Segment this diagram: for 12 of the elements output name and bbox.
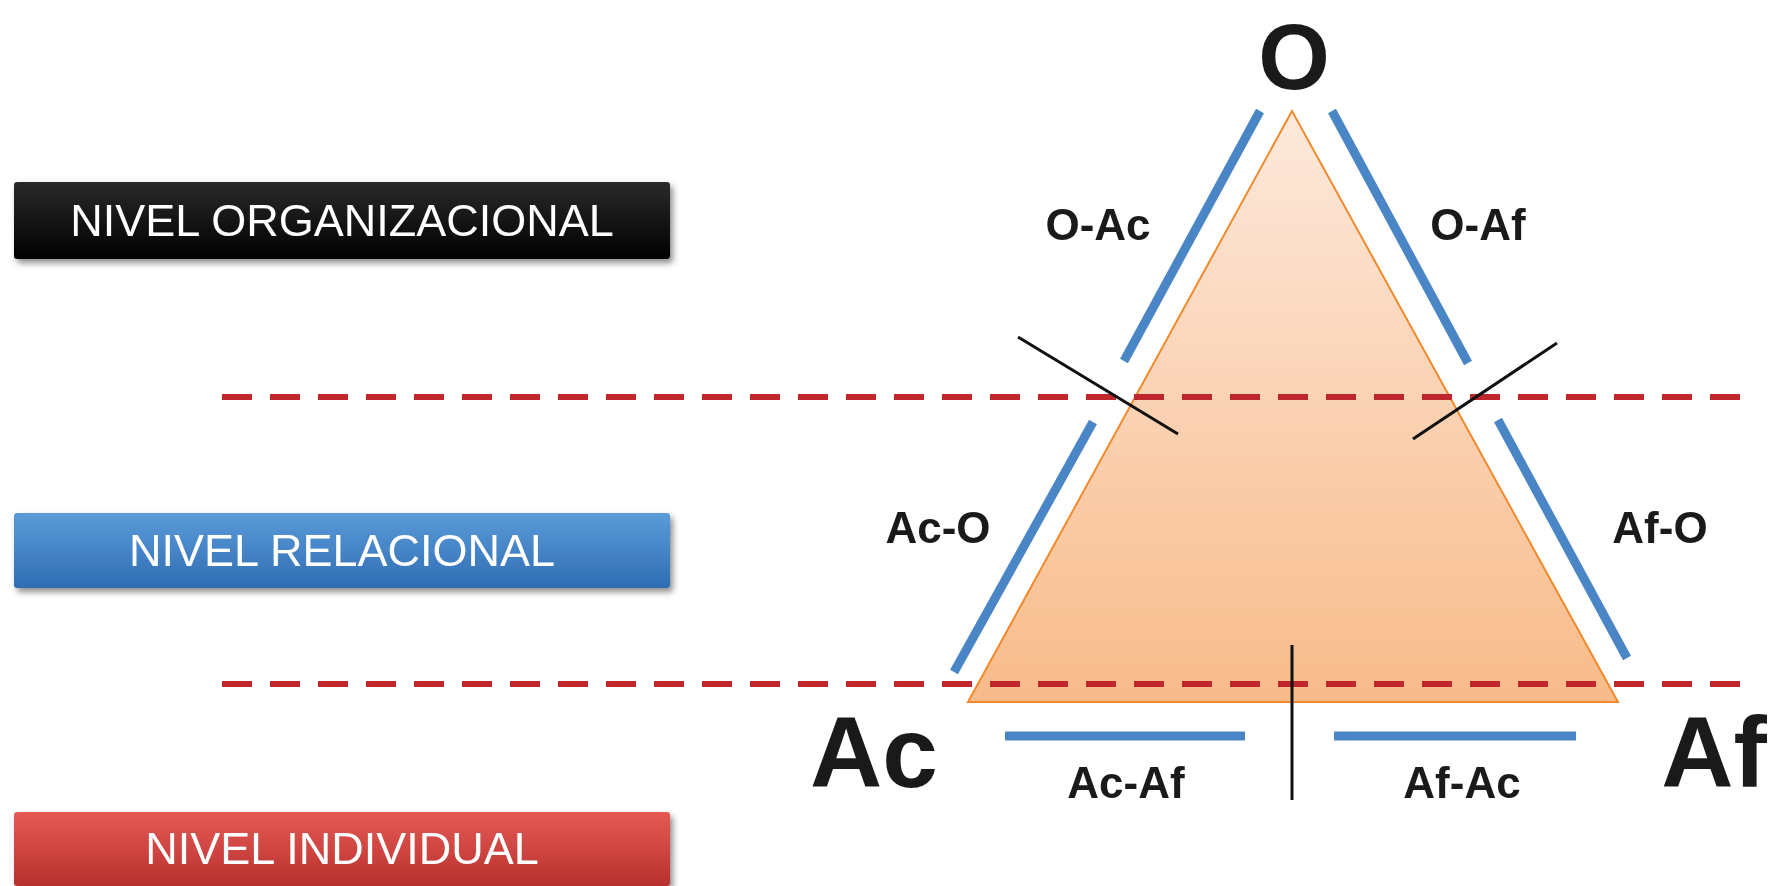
vertex-label: Ac — [810, 702, 938, 802]
side-label: Af-O — [1612, 506, 1708, 550]
side-label: Af-Ac — [1403, 761, 1521, 805]
side-label: Ac-O — [885, 506, 991, 550]
level-banner: NIVEL RELACIONAL — [14, 513, 670, 588]
side-label: O-Af — [1430, 203, 1526, 247]
vertex-label: O — [1258, 11, 1330, 103]
vertex-label: Af — [1661, 702, 1767, 802]
side-label: Ac-Af — [1067, 761, 1185, 805]
side-label: O-Ac — [1045, 203, 1151, 247]
level-banner: NIVEL INDIVIDUAL — [14, 812, 670, 886]
level-banner: NIVEL ORGANIZACIONAL — [14, 182, 670, 259]
